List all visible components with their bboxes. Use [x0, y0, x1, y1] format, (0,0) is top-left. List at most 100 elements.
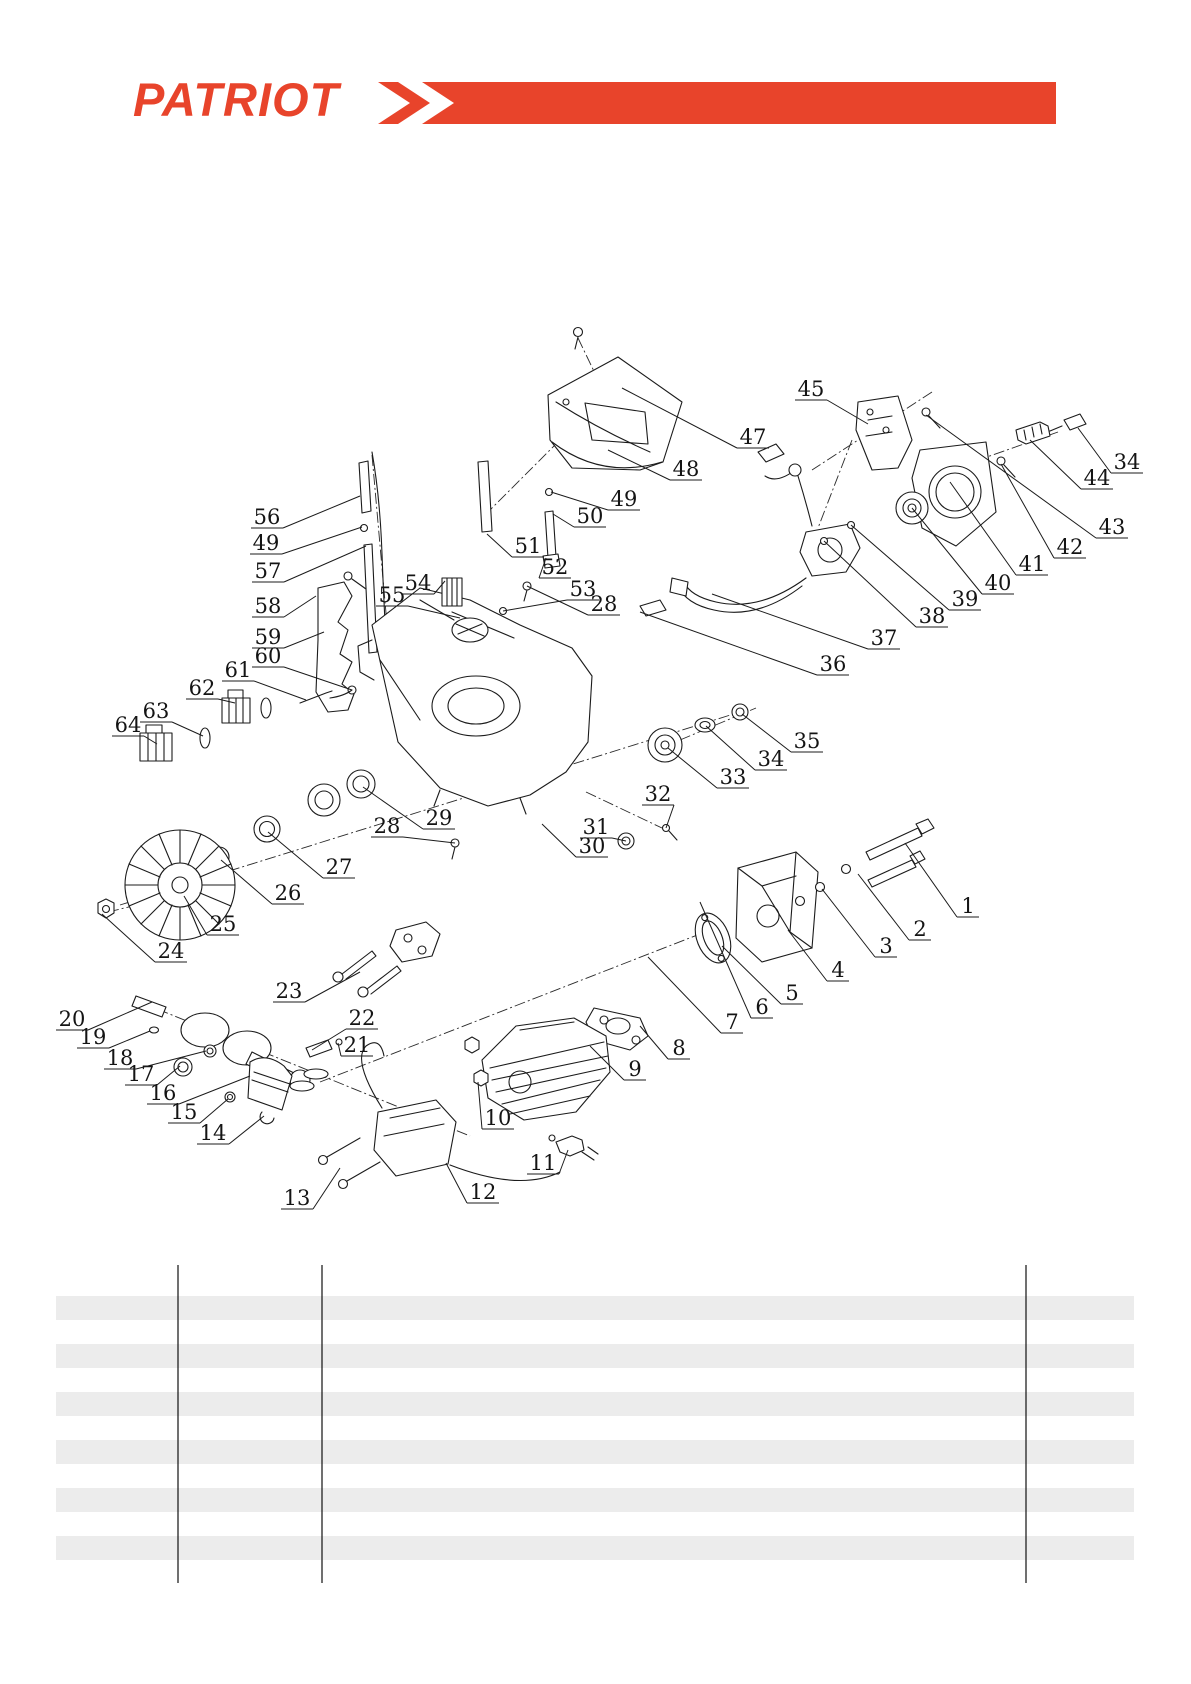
part-label-2: 2 — [913, 917, 926, 941]
part-label-35: 35 — [794, 729, 821, 753]
label-leader-line — [312, 1167, 341, 1210]
part-label-34: 34 — [1114, 450, 1141, 474]
label-leader-line — [283, 545, 367, 583]
part-label-60: 60 — [255, 644, 282, 668]
label-leader-line — [281, 526, 363, 555]
parts-table — [56, 1265, 1134, 1583]
label-leader-line — [925, 414, 1097, 539]
part-label-20: 20 — [59, 1007, 86, 1031]
label-leader-line — [178, 1075, 251, 1105]
label-leader-line — [850, 524, 950, 611]
label-leader-line — [639, 611, 818, 676]
oil-pump-group-drawing — [639, 395, 1087, 617]
label-leader-line — [228, 1115, 265, 1145]
part-label-13: 13 — [284, 1186, 311, 1210]
part-label-44: 44 — [1084, 466, 1111, 490]
part-label-50: 50 — [577, 504, 604, 528]
part-label-41: 41 — [1019, 552, 1046, 576]
part-label-64: 64 — [115, 713, 142, 737]
muffler-drawing — [694, 818, 935, 964]
header-banner — [422, 82, 1056, 124]
part-label-39: 39 — [952, 587, 979, 611]
label-leader-line — [823, 540, 917, 628]
bearing-train-drawing — [208, 769, 376, 868]
part-label-63: 63 — [143, 699, 170, 723]
label-leader-line — [283, 666, 353, 691]
label-leader-line — [667, 747, 718, 789]
part-label-47: 47 — [740, 425, 767, 449]
part-label-32: 32 — [645, 782, 672, 806]
label-leader-line — [402, 836, 456, 844]
label-leader-line — [199, 1098, 229, 1124]
part-label-7: 7 — [725, 1010, 738, 1034]
part-label-14: 14 — [200, 1121, 227, 1145]
part-label-19: 19 — [80, 1025, 107, 1049]
exploded-diagram: 1234567891011121314151617181920212223242… — [56, 326, 1143, 1210]
label-leader-line — [217, 698, 236, 704]
label-leader-line — [337, 1042, 342, 1057]
part-label-43: 43 — [1099, 515, 1126, 539]
part-label-22: 22 — [349, 1006, 376, 1030]
label-leader-line — [857, 873, 910, 941]
part-label-18: 18 — [107, 1046, 134, 1070]
part-label-10: 10 — [485, 1106, 512, 1130]
cylinder-drawing — [317, 1007, 649, 1190]
label-leader-line — [787, 929, 828, 982]
label-leader-line — [220, 859, 273, 905]
brand-logo: PATRIOT — [133, 73, 343, 126]
label-leader-line — [477, 1081, 483, 1130]
label-leader-line — [647, 956, 722, 1034]
filter-cap-drawing — [441, 577, 489, 643]
label-leader-line — [550, 491, 609, 511]
label-leader-line — [253, 680, 307, 701]
part-label-27: 27 — [326, 855, 353, 879]
label-leader-line — [108, 1030, 151, 1049]
label-leader-line — [639, 1025, 669, 1060]
label-leader-line — [665, 804, 675, 829]
table-stripe-row — [56, 1296, 1134, 1320]
part-label-51: 51 — [515, 534, 542, 558]
label-leader-line — [433, 580, 446, 595]
label-leader-line — [558, 1149, 569, 1175]
part-label-4: 4 — [831, 958, 844, 982]
part-label-36: 36 — [820, 652, 847, 676]
label-leader-line — [621, 387, 738, 449]
part-label-48: 48 — [673, 457, 700, 481]
table-stripe-row — [56, 1344, 1134, 1368]
top-cover-drawing — [547, 326, 683, 471]
part-label-57: 57 — [255, 559, 282, 583]
label-leader-line — [135, 1050, 207, 1070]
table-stripe-row — [56, 1440, 1134, 1464]
part-label-31: 31 — [583, 815, 610, 839]
table-stripe-row — [56, 1488, 1134, 1512]
label-leader-line — [156, 1065, 181, 1086]
part-label-33: 33 — [720, 765, 747, 789]
part-label-34: 34 — [758, 747, 785, 771]
part-label-8: 8 — [672, 1036, 685, 1060]
part-label-11: 11 — [530, 1151, 557, 1175]
part-label-1: 1 — [961, 894, 974, 918]
part-label-58: 58 — [255, 594, 282, 618]
label-leader-line — [904, 842, 958, 918]
part-label-49: 49 — [253, 531, 280, 555]
part-label-6: 6 — [755, 995, 768, 1019]
carburetor-drawing — [139, 689, 333, 762]
part-label-28: 28 — [374, 814, 401, 838]
label-leader-line — [821, 888, 876, 958]
label-leader-line — [1029, 439, 1082, 490]
part-label-25: 25 — [210, 912, 237, 936]
crankcase-drawing — [357, 581, 678, 860]
label-leader-line — [311, 1028, 347, 1051]
vent-tubes-drawing — [358, 451, 561, 657]
label-leader-line — [143, 735, 158, 745]
table-stripe-row — [56, 1392, 1134, 1416]
part-label-17: 17 — [128, 1062, 155, 1086]
part-label-49: 49 — [611, 487, 638, 511]
header: PATRIOT — [133, 73, 1056, 126]
part-label-12: 12 — [470, 1180, 497, 1204]
label-leader-line — [282, 495, 361, 529]
part-label-53: 53 — [570, 577, 597, 601]
part-label-29: 29 — [426, 806, 453, 830]
label-leader-line — [526, 585, 589, 616]
